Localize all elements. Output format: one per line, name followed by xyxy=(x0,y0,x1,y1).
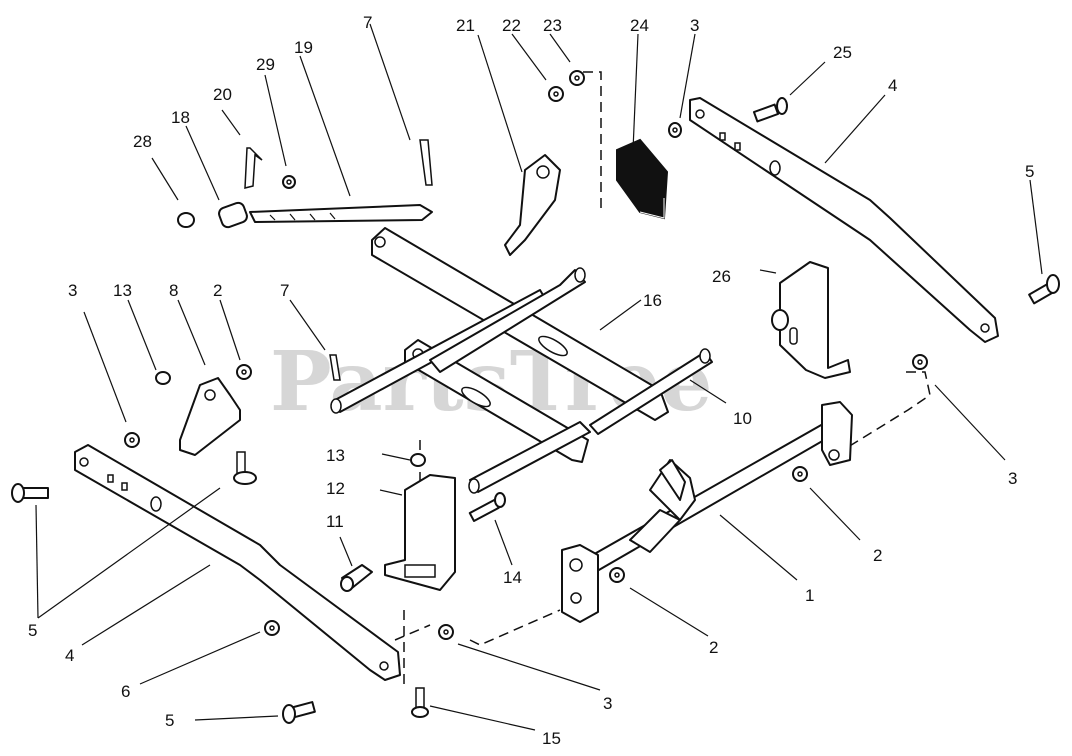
callout-23: 23 xyxy=(543,16,562,35)
callout-24: 24 xyxy=(630,16,649,35)
callout-26: 26 xyxy=(712,267,731,286)
callout-14: 14 xyxy=(503,568,522,587)
bracket-26[interactable] xyxy=(771,261,851,379)
rear-lift-frame-16[interactable] xyxy=(330,227,713,494)
callout-28: 28 xyxy=(133,132,152,151)
bracket-8[interactable] xyxy=(179,377,241,456)
bracket-12[interactable] xyxy=(384,474,456,591)
callout-21: 21 xyxy=(456,16,475,35)
callout-1: 1 xyxy=(805,586,814,605)
nut-3-bottom[interactable] xyxy=(438,624,454,640)
callout-3-bottom: 3 xyxy=(603,694,612,713)
callout-7-mid: 7 xyxy=(280,281,289,300)
callout-16: 16 xyxy=(643,291,662,310)
callout-6: 6 xyxy=(121,682,130,701)
callout-3-top: 3 xyxy=(690,16,699,35)
callout-8: 8 xyxy=(169,281,178,300)
callout-2-lower: 2 xyxy=(709,638,718,657)
callout-25: 25 xyxy=(833,43,852,62)
callout-20: 20 xyxy=(213,85,232,104)
washer-29[interactable] xyxy=(282,175,296,189)
callout-5-left: 5 xyxy=(28,621,37,640)
callout-5-right: 5 xyxy=(1025,162,1034,181)
nut-28[interactable] xyxy=(177,212,195,228)
spacer-11[interactable] xyxy=(340,564,373,592)
nut-22[interactable] xyxy=(548,86,564,102)
callout-15: 15 xyxy=(542,729,561,748)
callout-12: 12 xyxy=(326,479,345,498)
callout-29: 29 xyxy=(256,55,275,74)
callout-13-center: 13 xyxy=(326,446,345,465)
bumper-block-24[interactable] xyxy=(616,138,669,220)
nut-23[interactable] xyxy=(569,70,585,86)
callout-4-top: 4 xyxy=(888,76,897,95)
hair-pin-20[interactable] xyxy=(244,147,263,189)
callout-4-bottom: 4 xyxy=(65,646,74,665)
callout-7-top: 7 xyxy=(363,13,372,32)
nut-3-right[interactable] xyxy=(912,354,928,370)
callout-19: 19 xyxy=(294,38,313,57)
clevis-18[interactable] xyxy=(217,201,248,229)
bolt-14[interactable] xyxy=(468,492,506,522)
cross-shaft-1[interactable] xyxy=(561,401,853,623)
callout-3-left: 3 xyxy=(68,281,77,300)
callout-10: 10 xyxy=(733,409,752,428)
bolt-5-bottom[interactable] xyxy=(282,701,316,724)
bracket-21[interactable] xyxy=(504,154,561,256)
callout-22: 22 xyxy=(502,16,521,35)
bolt-5-right[interactable] xyxy=(1028,274,1060,305)
callout-labels: 7 21 22 23 24 3 25 4 5 19 29 20 18 28 26… xyxy=(28,13,1034,748)
carriage-bolt-bracket-8[interactable] xyxy=(233,451,257,485)
callout-11: 11 xyxy=(326,512,344,531)
nut-13-center[interactable] xyxy=(410,453,426,467)
callout-5-bottom: 5 xyxy=(165,711,174,730)
callout-2-right: 2 xyxy=(873,546,882,565)
callout-2-left: 2 xyxy=(213,281,222,300)
bolt-5-left[interactable] xyxy=(11,483,49,503)
lift-arm-right[interactable] xyxy=(689,97,999,343)
nut-2-left[interactable] xyxy=(236,364,252,380)
bolt-25[interactable] xyxy=(752,97,788,123)
nut-13-left[interactable] xyxy=(155,371,171,385)
cotter-pin-7-top[interactable] xyxy=(419,139,433,186)
callout-18: 18 xyxy=(171,108,190,127)
callout-13-left: 13 xyxy=(113,281,132,300)
nut-3-top[interactable] xyxy=(668,122,682,138)
leader-lines xyxy=(35,23,1043,731)
nut-3-left[interactable] xyxy=(124,432,140,448)
cotter-pin-7-mid[interactable] xyxy=(329,354,341,381)
link-rod-19[interactable] xyxy=(249,204,433,223)
nut-2-right[interactable] xyxy=(792,466,808,482)
nut-2-lower[interactable] xyxy=(609,567,625,583)
bolt-15[interactable] xyxy=(411,687,429,718)
callout-3-right: 3 xyxy=(1008,469,1017,488)
lift-arm-left[interactable] xyxy=(74,444,401,681)
washer-6[interactable] xyxy=(264,620,280,636)
